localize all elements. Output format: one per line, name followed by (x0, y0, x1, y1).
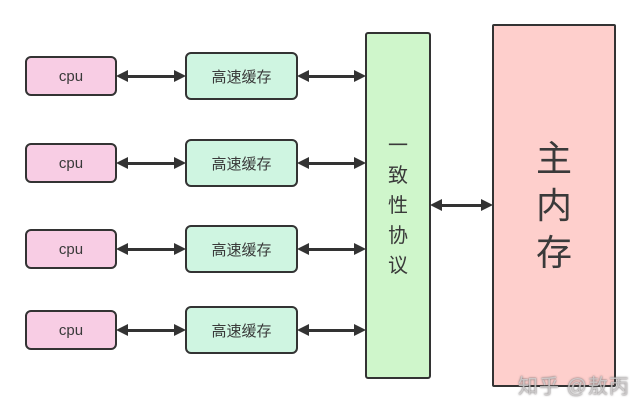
arrowhead-right (354, 157, 366, 169)
arrowhead-right (354, 324, 366, 336)
cpu-cache-arrow (116, 70, 186, 82)
arrowhead-left (297, 324, 309, 336)
arrowhead-right (481, 199, 493, 211)
arrowhead-left (116, 243, 128, 255)
cpu-cache-arrow (116, 324, 186, 336)
arrowhead-right (174, 157, 186, 169)
cache-protocol-arrow (297, 324, 366, 336)
cache-protocol-arrow (297, 70, 366, 82)
cpu-box: cpu (25, 143, 117, 183)
arrowhead-right (174, 324, 186, 336)
arrowhead-right (174, 243, 186, 255)
cache-box: 高速缓存 (185, 52, 298, 100)
arrowhead-left (116, 324, 128, 336)
arrow-shaft (128, 161, 174, 165)
cpu-cache-arrow (116, 157, 186, 169)
arrow-shaft (442, 203, 481, 207)
coherence-protocol-box: 一致性协议 (365, 32, 431, 379)
arrowhead-left (297, 157, 309, 169)
arrow-shaft (309, 247, 354, 251)
arrow-shaft (309, 74, 354, 78)
cache-box: 高速缓存 (185, 306, 298, 354)
arrowhead-right (354, 70, 366, 82)
arrow-shaft (309, 328, 354, 332)
protocol-memory-arrow (430, 199, 493, 211)
arrowhead-left (297, 70, 309, 82)
cpu-box: cpu (25, 56, 117, 96)
arrowhead-left (116, 157, 128, 169)
cache-box: 高速缓存 (185, 225, 298, 273)
arrowhead-left (297, 243, 309, 255)
arrowhead-right (174, 70, 186, 82)
watermark: 知乎 @敖丙 (518, 376, 630, 398)
main-memory-label: 主内存 (535, 138, 572, 273)
arrowhead-left (116, 70, 128, 82)
arrow-shaft (309, 161, 354, 165)
cache-box: 高速缓存 (185, 139, 298, 187)
arrow-shaft (128, 74, 174, 78)
coherence-protocol-label: 一致性协议 (388, 134, 408, 277)
main-memory-box: 主内存 (492, 24, 616, 387)
cpu-cache-arrow (116, 243, 186, 255)
cache-protocol-arrow (297, 157, 366, 169)
arrow-shaft (128, 328, 174, 332)
cpu-box: cpu (25, 310, 117, 350)
arrowhead-left (430, 199, 442, 211)
cache-protocol-arrow (297, 243, 366, 255)
arrow-shaft (128, 247, 174, 251)
cpu-box: cpu (25, 229, 117, 269)
arrowhead-right (354, 243, 366, 255)
